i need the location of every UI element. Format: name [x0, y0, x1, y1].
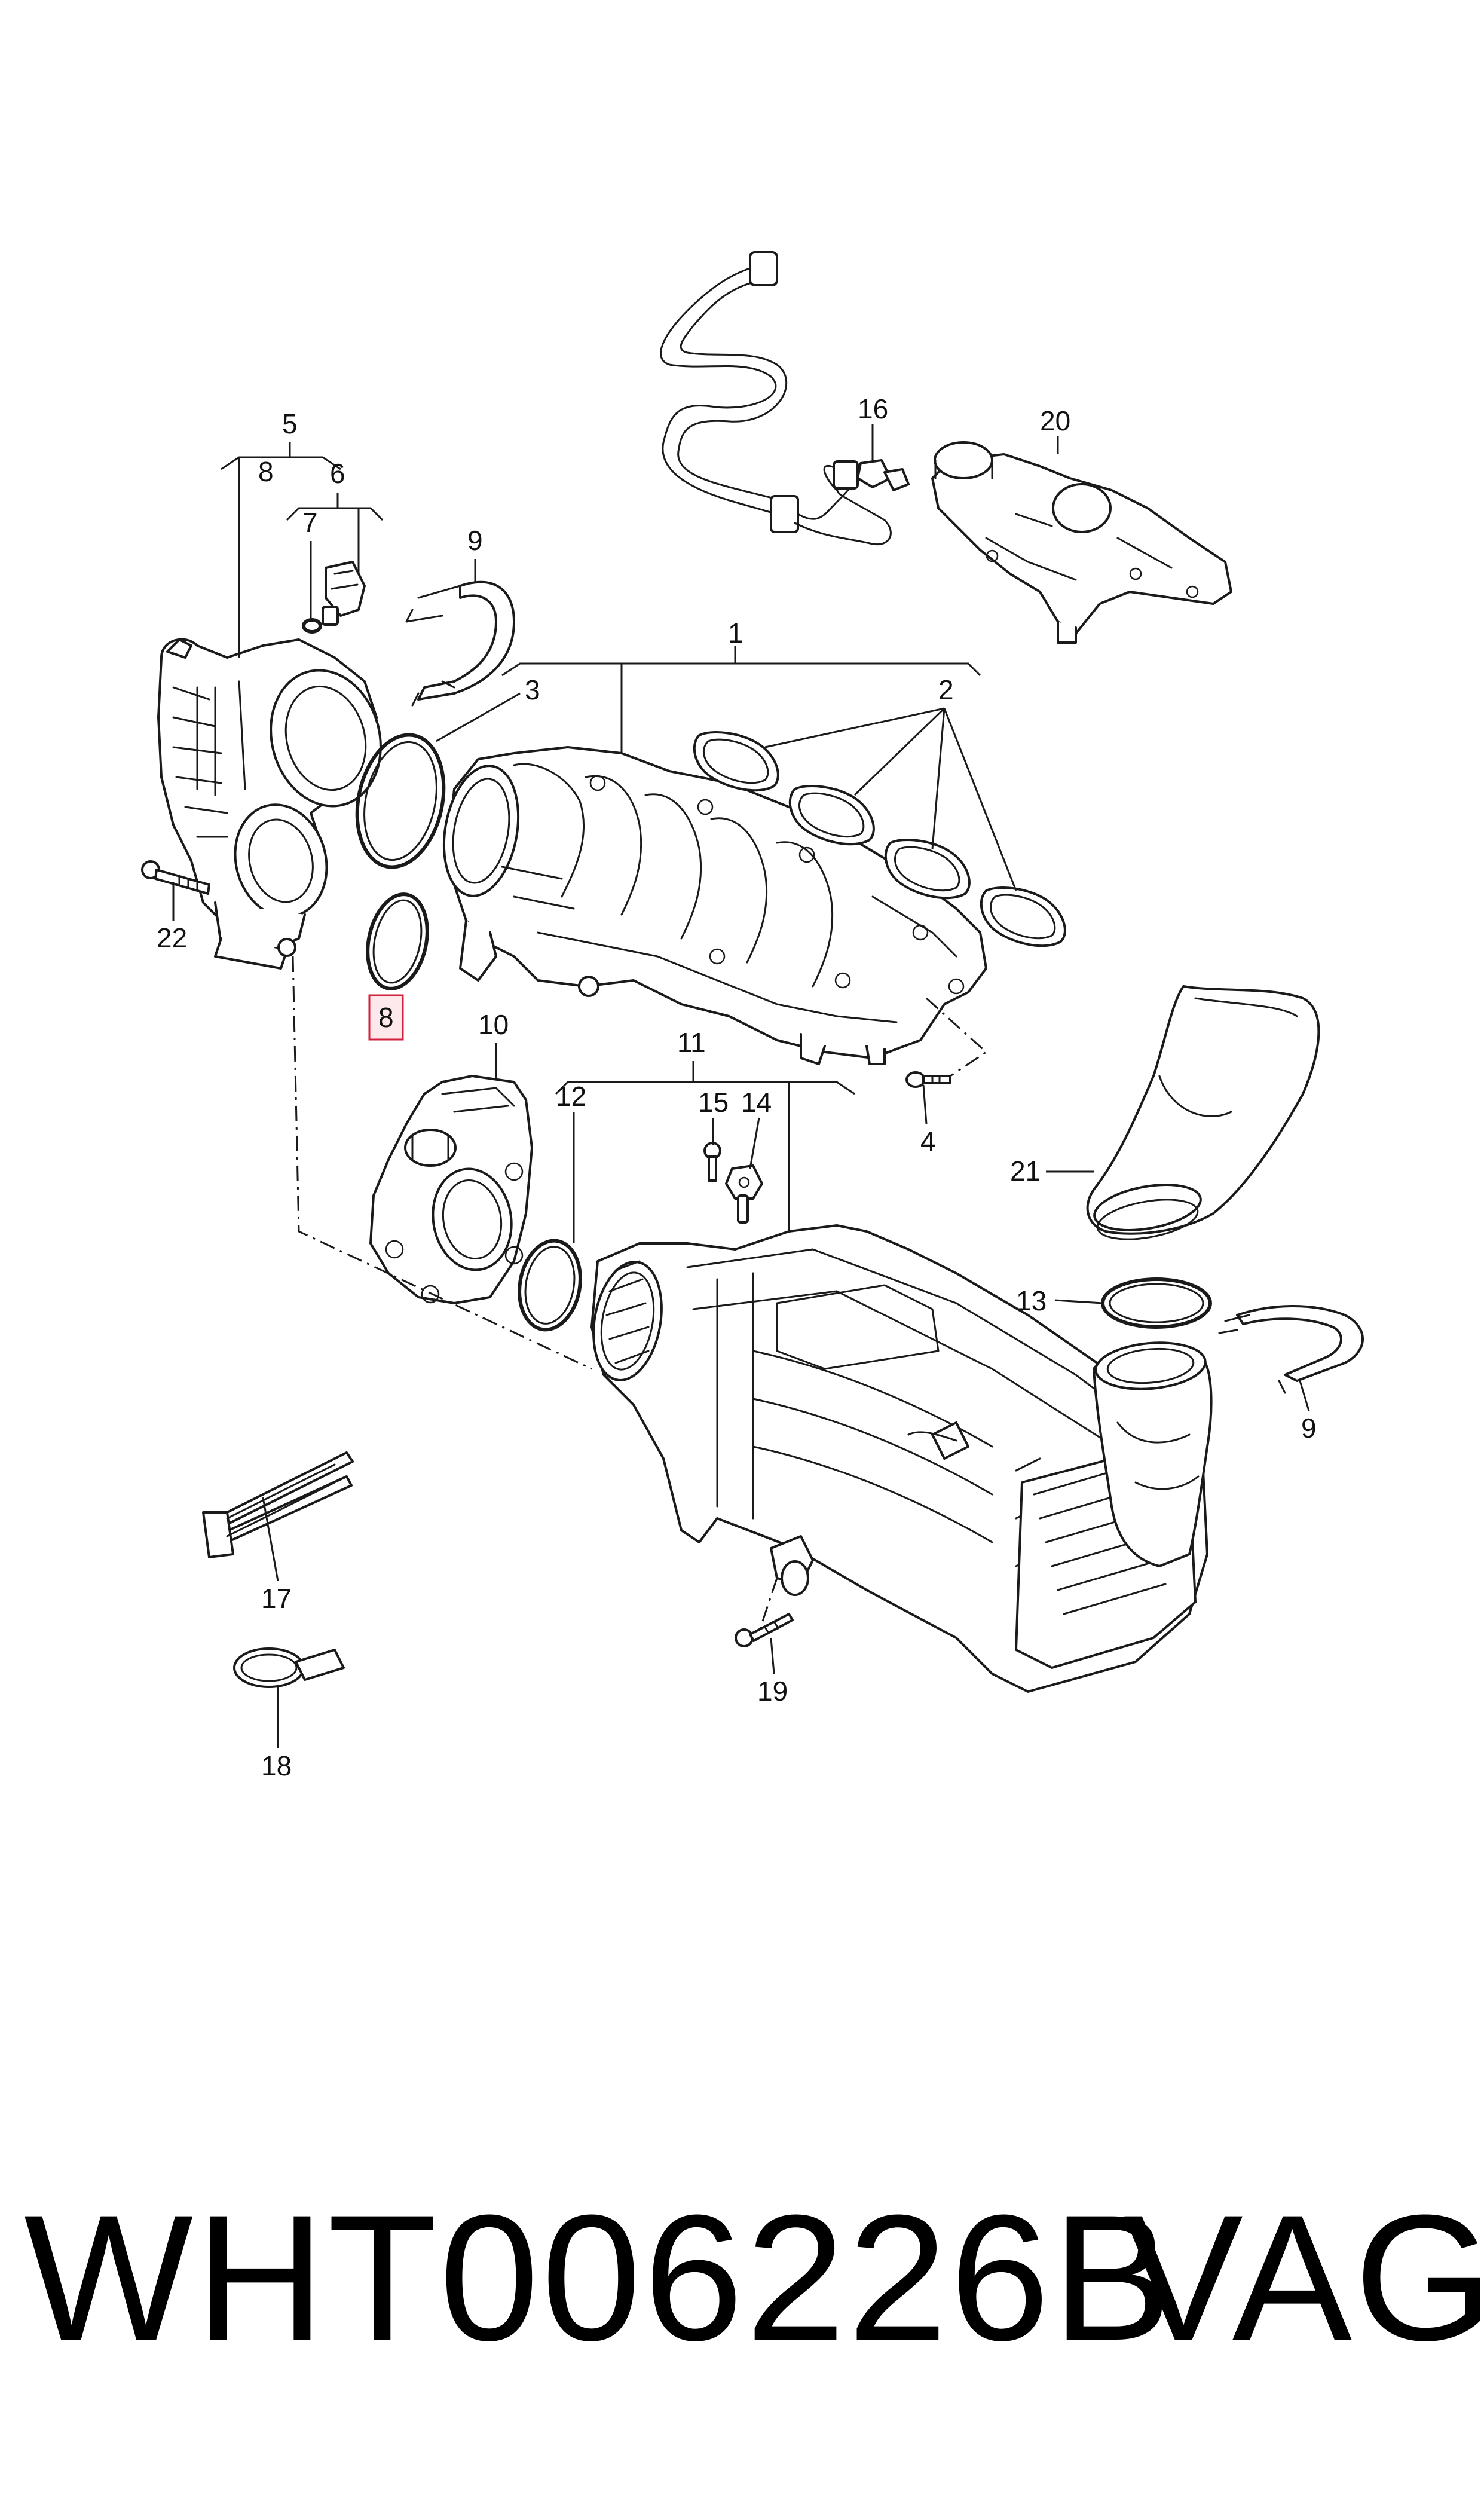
callout-13[interactable]: 13: [1016, 1285, 1047, 1316]
callout-labels: 1 2 3 4 5 8 6 7 9 8 10 11 12 15 14 13 21…: [157, 393, 1317, 1781]
callout-5[interactable]: 5: [282, 408, 298, 439]
charge-air-pipe-21: [1086, 985, 1320, 1240]
callout-10[interactable]: 10: [478, 1009, 509, 1040]
intake-manifold: [442, 746, 987, 1065]
callout-19[interactable]: 19: [757, 1676, 788, 1707]
callout-20[interactable]: 20: [1040, 405, 1070, 436]
callout-8-highlighted[interactable]: 8: [378, 1002, 394, 1033]
callout-9-top[interactable]: 9: [467, 525, 483, 556]
cable-tie-17: [202, 1451, 354, 1558]
intercooler-outlet-elbow: [1093, 1341, 1213, 1567]
bolt-22: [141, 860, 210, 895]
manifold-gaskets: [693, 731, 1066, 947]
o-ring-7: [302, 618, 322, 634]
o-ring-3: [355, 733, 446, 869]
bolt-4: [905, 1071, 951, 1088]
pressure-sensor: [322, 561, 366, 626]
intake-elbow-housing: [157, 638, 382, 970]
callout-8-group[interactable]: 8: [258, 456, 274, 487]
bolt-19: [735, 1613, 794, 1647]
callout-7[interactable]: 7: [302, 507, 318, 538]
callout-14[interactable]: 14: [741, 1087, 772, 1118]
callout-16[interactable]: 16: [858, 393, 888, 424]
highlight-box-8: [368, 994, 404, 1041]
callout-17[interactable]: 17: [261, 1583, 292, 1614]
callout-9-right[interactable]: 9: [1301, 1413, 1317, 1444]
callout-12[interactable]: 12: [556, 1081, 586, 1112]
o-ring-8: [366, 892, 429, 990]
callout-11[interactable]: 11: [677, 1027, 706, 1058]
temp-sensor-14: [725, 1164, 763, 1224]
callout-22[interactable]: 22: [157, 922, 187, 953]
hose-clamp-18: [233, 1647, 345, 1688]
leader-lines: [172, 424, 1310, 1748]
callout-15[interactable]: 15: [698, 1087, 729, 1118]
throttle-body-10: [369, 1075, 533, 1304]
callout-21[interactable]: 21: [1010, 1155, 1041, 1187]
callout-3[interactable]: 3: [525, 674, 540, 705]
hose-connector-16: [856, 459, 910, 491]
part-number: WHT006226B: [24, 2177, 1174, 2378]
brand-name: VAG: [1124, 2177, 1484, 2378]
callout-2[interactable]: 2: [938, 674, 954, 705]
clip-9-right: [1218, 1305, 1364, 1394]
screw-15: [703, 1142, 721, 1182]
callout-18[interactable]: 18: [261, 1750, 292, 1781]
vacuum-hose: [660, 251, 892, 546]
o-ring-12: [518, 1239, 582, 1332]
callout-4[interactable]: 4: [920, 1126, 936, 1157]
o-ring-13: [1101, 1277, 1212, 1329]
callout-1[interactable]: 1: [728, 617, 743, 649]
oil-separator-20: [931, 441, 1232, 644]
clip-9-top: [405, 580, 515, 707]
callout-6[interactable]: 6: [330, 458, 345, 489]
